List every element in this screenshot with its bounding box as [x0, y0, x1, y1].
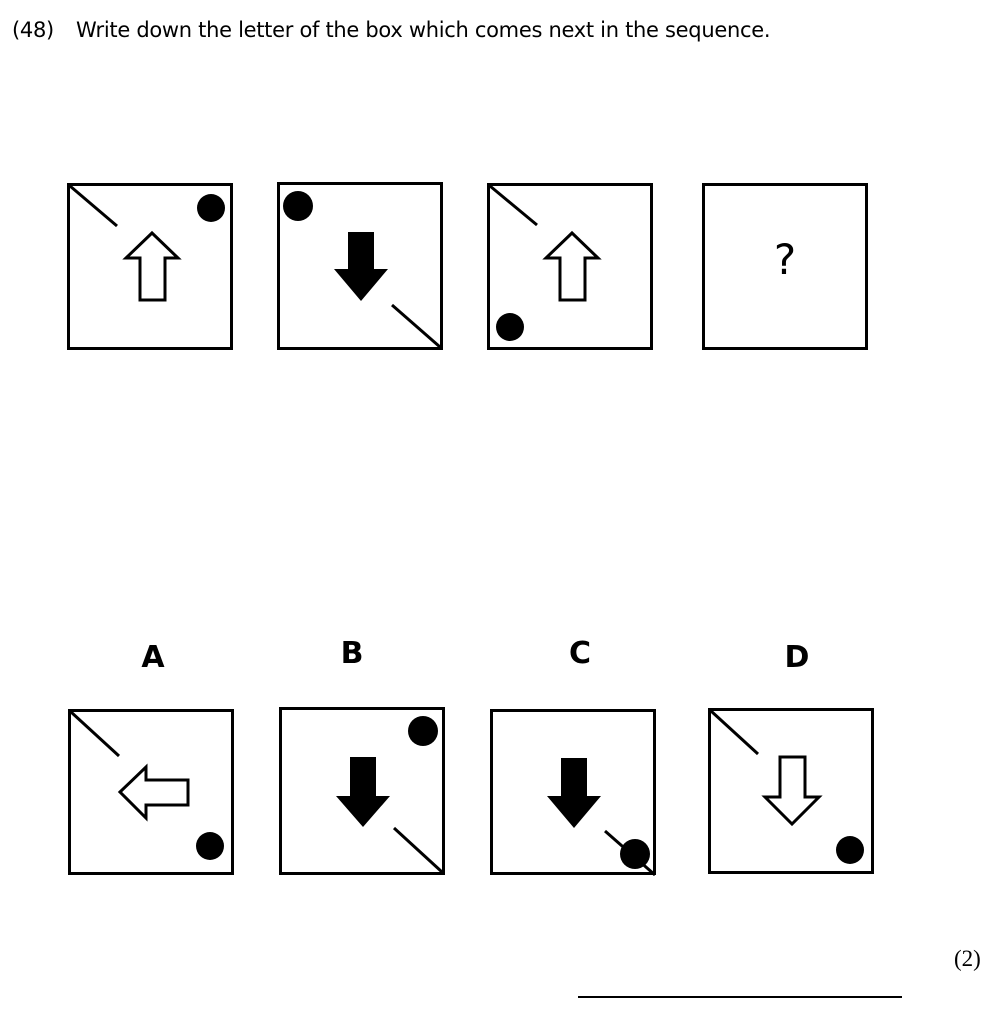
dot-icon — [836, 836, 864, 864]
answer-line[interactable] — [578, 996, 902, 998]
sequence-box-2 — [277, 182, 443, 350]
sequence-box-3 — [487, 183, 653, 351]
arrow-left-outline-icon — [117, 763, 190, 822]
dot-icon — [496, 313, 524, 341]
diagonal-line — [392, 826, 444, 874]
option-label-d: D — [784, 640, 810, 675]
arrow-down-filled-icon — [336, 757, 390, 827]
question-mark: ? — [773, 235, 797, 284]
dot-icon — [620, 839, 650, 869]
diagonal-line — [69, 710, 121, 758]
option-label-c: C — [568, 636, 592, 671]
option-label-b: B — [340, 636, 364, 671]
question-number: (48) — [12, 18, 54, 42]
question-text: Write down the letter of the box which c… — [76, 18, 771, 42]
diagonal-line — [391, 303, 441, 349]
question: (48) Write down the letter of the box whi… — [12, 18, 771, 42]
diagonal-line — [489, 184, 538, 227]
dot-icon — [196, 832, 224, 860]
diagonal-line — [709, 709, 760, 756]
option-box-c[interactable] — [490, 709, 656, 876]
arrow-up-outline-icon — [542, 230, 602, 302]
option-box-b[interactable] — [279, 707, 445, 875]
dot-icon — [283, 191, 313, 221]
arrow-down-outline-icon — [761, 755, 823, 827]
arrow-down-filled-icon — [547, 758, 601, 828]
dot-icon — [408, 716, 438, 746]
option-box-d[interactable] — [708, 708, 874, 875]
arrow-up-outline-icon — [122, 230, 182, 302]
option-box-a[interactable] — [68, 709, 234, 876]
option-label-a: A — [141, 640, 165, 675]
diagonal-line — [69, 184, 118, 228]
dot-icon — [197, 194, 225, 222]
arrow-down-filled-icon — [334, 232, 388, 301]
sequence-box-4-unknown: ? — [702, 183, 868, 351]
marks-label: (2) — [954, 946, 981, 971]
sequence-box-1 — [67, 183, 233, 351]
